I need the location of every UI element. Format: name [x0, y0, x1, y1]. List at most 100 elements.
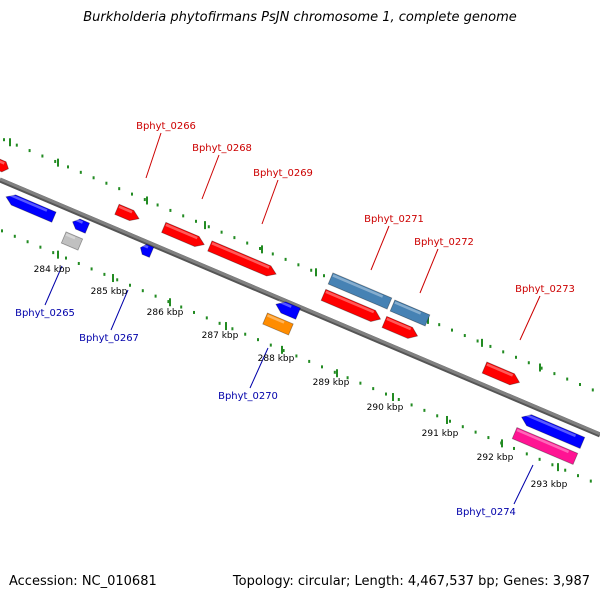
tick-dot	[65, 256, 67, 260]
tick-dot	[77, 261, 80, 265]
leader-line	[44, 265, 63, 306]
tick-dot	[218, 321, 221, 325]
tick-dot	[385, 392, 387, 396]
leader-line	[370, 225, 390, 271]
tick-dot	[233, 236, 236, 240]
kbp-label: 288 kbp	[258, 354, 295, 364]
kbp-label: 284 kbp	[34, 265, 71, 275]
kbp-label: 291 kbp	[422, 429, 459, 439]
map-title: Burkholderia phytofirmans PsJN chromosom…	[83, 10, 517, 25]
leader-line	[249, 347, 269, 389]
tick-dot	[41, 154, 44, 158]
tick-dot	[579, 383, 581, 386]
tick-dot	[397, 397, 400, 401]
tick-dot	[92, 176, 95, 180]
tick-dot	[52, 251, 55, 255]
tick-dot	[39, 245, 42, 249]
tick-dot	[141, 289, 144, 293]
tick-dot	[489, 344, 492, 348]
tick-dot	[28, 149, 31, 153]
tick-dot	[566, 377, 569, 381]
tick-dot	[295, 354, 298, 358]
gene-label-forward: Bphyt_0271	[364, 214, 424, 225]
tick-dot	[90, 267, 93, 271]
tick-dot	[591, 388, 594, 392]
gene-arrow-0266	[114, 203, 140, 222]
leader-line	[261, 179, 279, 225]
tick-dot	[79, 170, 82, 174]
gene-arrow-rev4	[275, 300, 301, 320]
tick-dot	[244, 332, 247, 336]
tick-dot	[182, 214, 185, 218]
tick-dot	[54, 159, 57, 163]
kbp-label: 292 kbp	[477, 453, 514, 463]
tick-dot	[461, 425, 464, 429]
gene-label-forward: Bphyt_0266	[136, 121, 196, 132]
tick-dot	[131, 192, 133, 196]
tick-dot	[118, 187, 121, 191]
gene-arrow-rev5	[521, 412, 586, 449]
kbp-label: 289 kbp	[313, 378, 350, 388]
leader-line	[201, 154, 220, 200]
tick-dot	[359, 381, 362, 385]
tick-dot	[105, 181, 108, 185]
tick-dot	[207, 225, 210, 229]
tick-dot	[553, 372, 556, 376]
kbp-label: 285 kbp	[91, 287, 128, 297]
tick-dot	[3, 138, 5, 142]
gene-arrow-rev	[5, 193, 57, 223]
gene-label-reverse: Bphyt_0270	[218, 391, 278, 402]
gene-arrow-0265	[60, 231, 84, 251]
tick-dot	[515, 355, 517, 359]
gene-label-reverse: Bphyt_0274	[456, 507, 516, 518]
tick-dot	[205, 316, 208, 320]
tick-dot	[551, 463, 554, 467]
tick-dot	[577, 474, 579, 478]
tick-dot	[169, 208, 172, 212]
gene-arrow-fwd3	[381, 315, 419, 339]
gene-arrow-0273	[481, 361, 521, 386]
label-leaders	[44, 132, 541, 505]
tick-dot	[451, 328, 453, 332]
tick-dot	[220, 230, 223, 234]
tick-dot	[15, 143, 18, 147]
tick-dot	[423, 408, 426, 412]
gene-arrow-0270	[262, 312, 294, 336]
gene-label-reverse: Bphyt_0265	[15, 308, 75, 319]
gene-arrow-0274	[511, 427, 579, 465]
tick-dot	[180, 305, 183, 309]
gene-arrow-0271	[327, 272, 393, 310]
gene-features	[0, 157, 586, 465]
tick-dot	[527, 361, 530, 365]
gene-arrow-0269	[207, 240, 277, 277]
tick-dot	[564, 468, 567, 472]
tick-dot	[26, 240, 29, 244]
tick-dot	[589, 479, 592, 483]
leader-line	[110, 289, 129, 331]
tick-dot	[231, 327, 234, 331]
tick-dot	[271, 252, 274, 256]
tick-dot	[103, 272, 106, 276]
tick-dot	[1, 229, 3, 233]
tick-dot	[372, 387, 375, 391]
tick-dot	[257, 338, 259, 342]
tick-dot	[167, 300, 170, 304]
tick-dot	[474, 430, 477, 434]
tick-dot	[143, 198, 146, 202]
tick-dot	[502, 350, 505, 354]
kbp-label: 286 kbp	[147, 308, 184, 318]
kbp-label: 293 kbp	[531, 480, 568, 490]
tick-dot	[513, 446, 515, 450]
tick-dot	[269, 343, 272, 347]
tick-dot	[310, 268, 313, 272]
topology-label: Topology: circular; Length: 4,467,537 bp…	[232, 574, 590, 589]
tick-dot	[246, 241, 249, 245]
tick-dot	[193, 310, 195, 314]
leader-line	[513, 464, 534, 505]
gene-label-forward: Bphyt_0269	[253, 168, 313, 179]
tick-dot	[129, 283, 131, 287]
tick-dot	[538, 457, 541, 461]
tick-dot	[116, 278, 119, 282]
gene-arrow-rev3	[140, 243, 155, 258]
tick-dot	[323, 274, 325, 278]
